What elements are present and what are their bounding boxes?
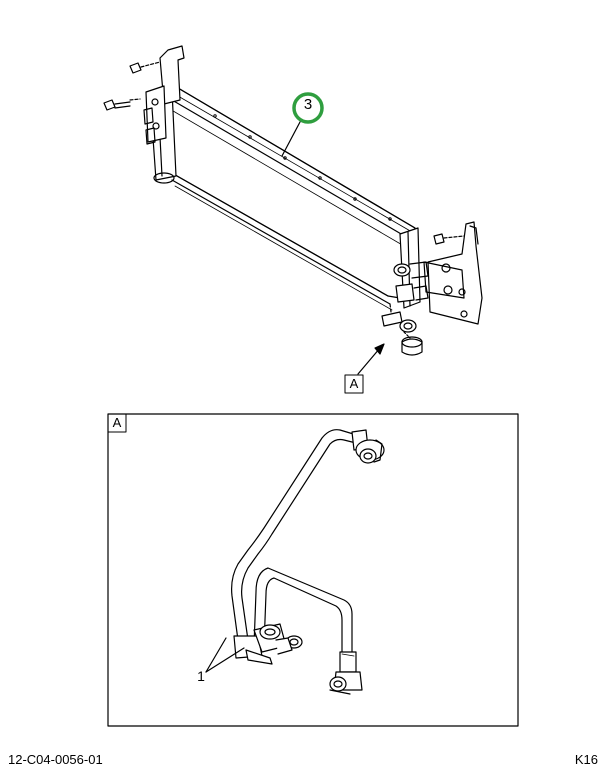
view-a-box: [344, 374, 364, 394]
left-bolt-top: [129, 61, 161, 74]
right-bolt-top: [433, 233, 465, 245]
callout-3-leader: [281, 121, 301, 157]
inner-tube-end-fitting: [329, 651, 363, 695]
tube-start-fittings: [233, 623, 303, 665]
detail-a-tag: [107, 413, 127, 433]
callout-3-ring: [292, 92, 324, 124]
callout-1-leader-a: [205, 647, 245, 673]
drain-fitting: [399, 319, 417, 339]
left-bolt-mid: [103, 98, 141, 111]
callout-1-leader-b: [205, 637, 227, 673]
right-bracket: [427, 221, 483, 325]
page-code: K16: [574, 752, 598, 767]
callout-3-label: 3: [303, 96, 313, 113]
left-bracket: [159, 45, 185, 105]
cooler-core: [161, 87, 416, 301]
view-a-label: A: [349, 376, 359, 391]
drain-cap: [401, 336, 423, 356]
right-fitting-lower: [395, 283, 429, 303]
outer-tube-end-fitting: [351, 429, 385, 464]
oil-cooler-assembly: [103, 45, 483, 356]
outer-tube: [231, 429, 361, 641]
detail-a-label: A: [112, 415, 122, 430]
inner-tube: [253, 567, 353, 655]
view-a-arrowhead: [374, 343, 385, 355]
right-fitting-upper: [393, 261, 429, 279]
drawing-id: 12-C04-0056-01: [8, 752, 103, 767]
view-a-leader: [357, 347, 381, 375]
detail-a-frame: [107, 413, 519, 727]
callout-1-label: 1: [197, 668, 205, 684]
